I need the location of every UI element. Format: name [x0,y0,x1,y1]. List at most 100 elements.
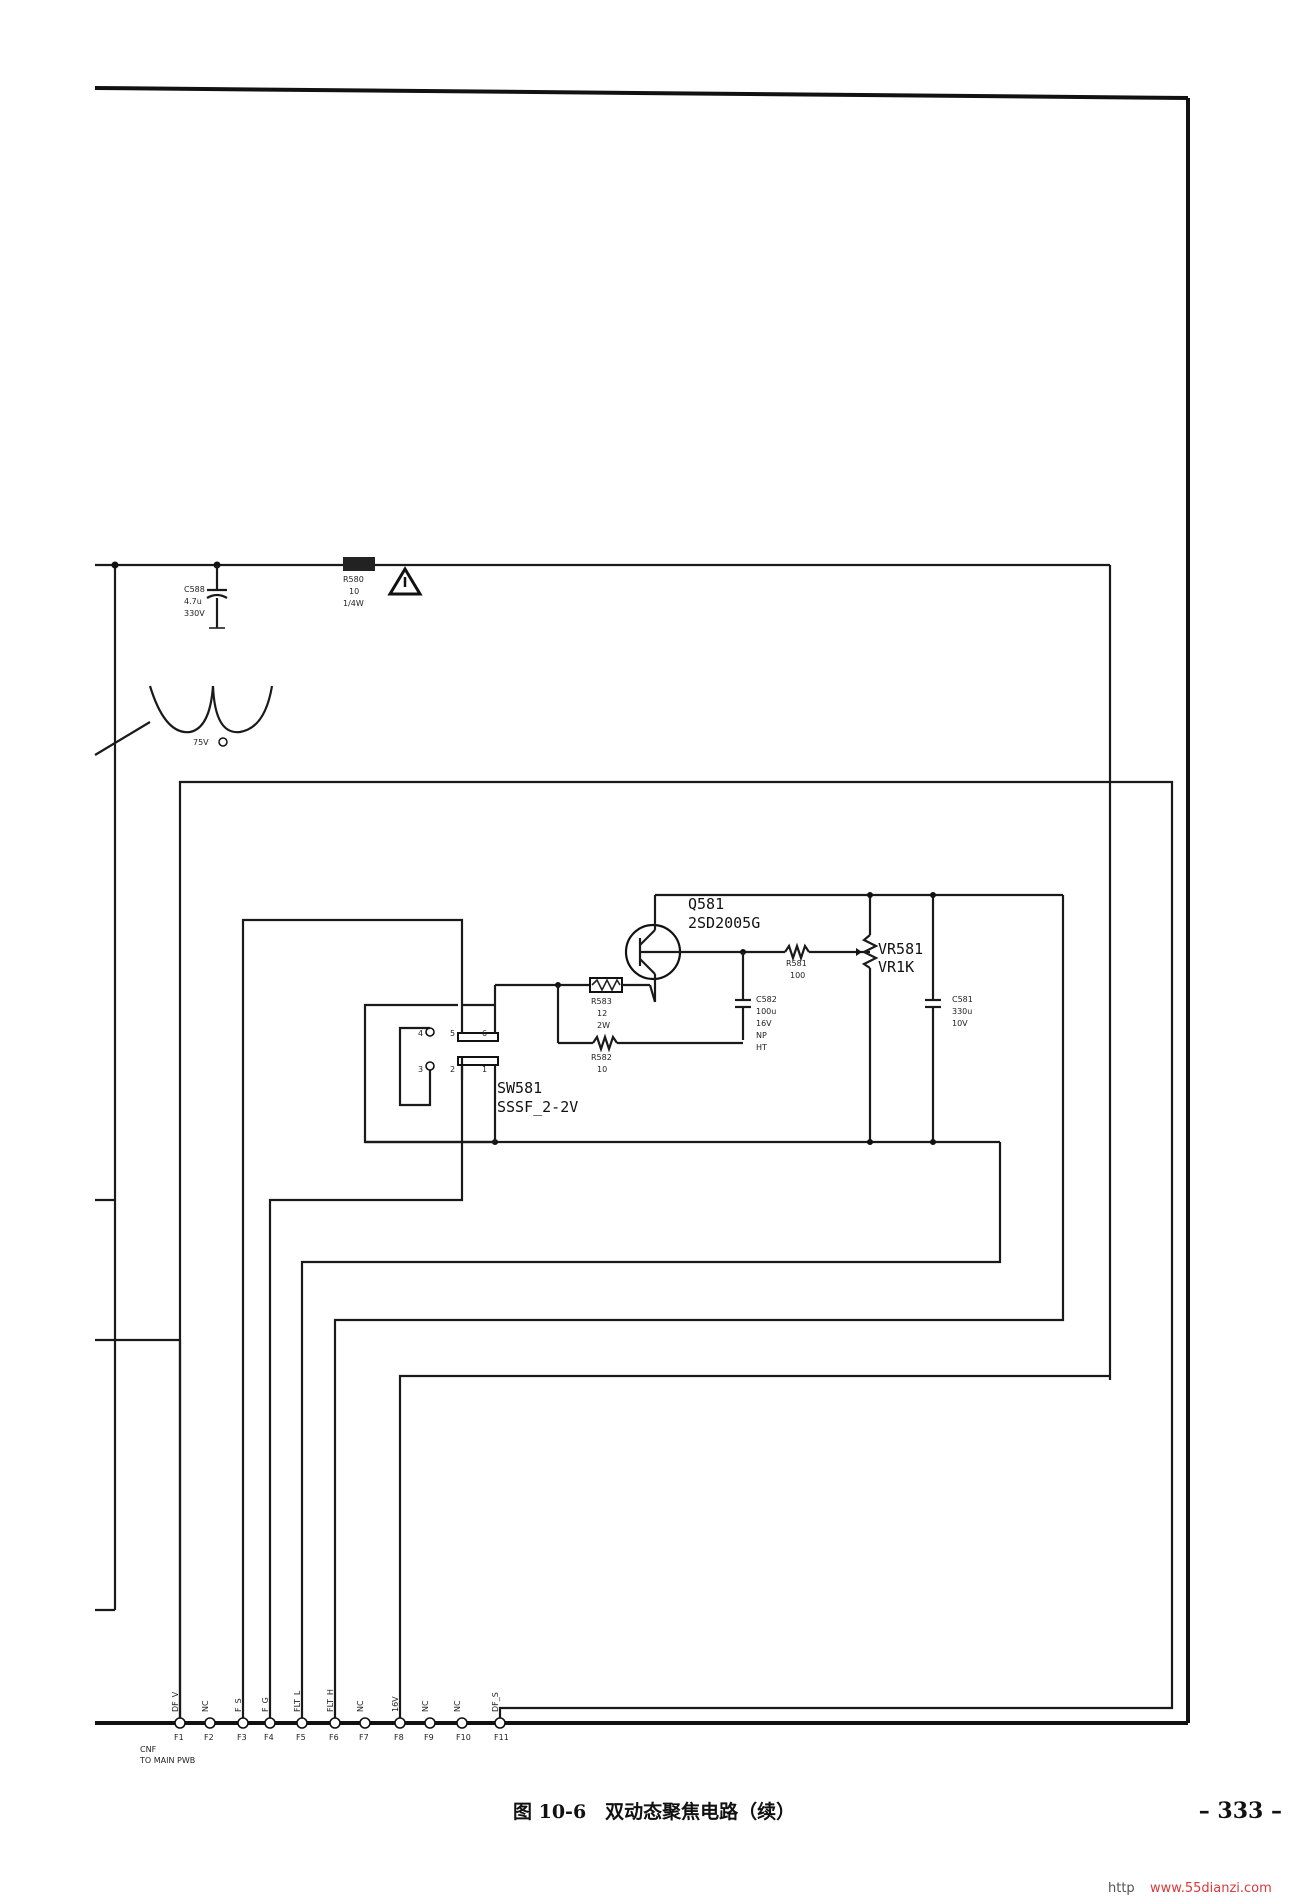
resistor-r583: R583 12 2W [495,977,657,1030]
r580-rating: 1/4W [343,599,364,608]
connector-pin-signal: DF_S [491,1692,500,1712]
c582-line2: 16V [756,1019,772,1028]
left-rail [95,561,1112,1612]
sw-pin-2: 2 [450,1065,455,1074]
r583-value: 12 [597,1009,607,1018]
capacitor-c582: C582 100u 16V NP HT [735,952,777,1052]
connector-pin-number: F4 [264,1733,274,1742]
connector-pin-signal: DF_V [171,1691,180,1712]
connector-pin-signal: NC [201,1700,210,1712]
capacitor-c588: C588 4.7u 330V [184,565,228,629]
warning-triangle-icon [387,566,423,596]
connector-pin-terminal [296,1717,308,1729]
connector-pin-terminal [394,1717,406,1729]
r583-ref: R583 [591,997,612,1006]
connector-pin-signal: FLT_L [293,1690,302,1712]
connector-pin: NC F9 [421,1700,436,1742]
r581-value: 100 [790,971,805,980]
sw-pin-5: 5 [450,1029,455,1038]
vr581-value: VR1K [878,958,914,976]
r581-ref: R581 [786,959,807,968]
c588-value: 4.7u [184,597,202,606]
coil-label: 75V [193,738,209,747]
c581-line2: 10V [952,1019,968,1028]
routing-wires [178,780,1174,1723]
c582-ref: C582 [756,995,777,1004]
vr581-ref: VR581 [878,940,923,958]
connector-pin-terminal [174,1717,186,1729]
c581-ref: C581 [952,995,973,1004]
connector-pin-number: F2 [204,1733,214,1742]
page-number: – 333 – [1199,1798,1282,1824]
sw-pin-4: 4 [418,1029,423,1038]
connector-pin: NC F7 [356,1700,371,1742]
connector-pin: F_S F3 [234,1698,249,1742]
connector-pin-terminal [456,1717,468,1729]
connector-pin-signal: NC [421,1700,430,1712]
connector-pin-signal: FLT_H [326,1689,335,1712]
r580-value: 10 [349,587,359,596]
connector-pin-number: F9 [424,1733,434,1742]
connector-cnf: CNF TO MAIN PWB DF_V F1 NC F2 F_S F3 F_G F4 FLT_… [139,1689,509,1765]
connector-pin-terminal [359,1717,371,1729]
connector-pin: DF_V F1 [171,1691,186,1742]
connector-pin: FLT_H F6 [326,1689,341,1742]
r582-value: 10 [597,1065,607,1074]
resistor-r581: R581 100 [680,942,870,980]
watermark-site: www.55dianzi.com [1150,1881,1272,1896]
outer-frame [94,86,1190,1725]
connector-pin-number: F10 [456,1733,471,1742]
connector-pin-terminal [204,1717,216,1729]
c582-line1: 100u [756,1007,776,1016]
connector-pin-terminal [494,1717,506,1729]
sw581-part: SSSF_2-2V [497,1098,578,1116]
sw581-ref: SW581 [497,1079,542,1097]
r582-ref: R582 [591,1053,612,1062]
connector-pin: FLT_L F5 [293,1690,308,1742]
q581-ref: Q581 [688,895,724,913]
polarity-mark-icon [218,737,228,747]
connector-pin-terminal [264,1717,276,1729]
figure-caption: 图 10-6 双动态聚焦电路（续） [513,1800,795,1823]
c588-rating: 330V [184,609,205,618]
connector-pin-terminal [424,1717,436,1729]
switch-sw581: 4 5 6 3 2 1 SW581 SSSF_2-2V [363,985,578,1144]
deflection-coil: 75V [94,685,274,756]
c588-ref: C588 [184,585,205,594]
connector-pin-number: F11 [494,1733,509,1742]
connector-pin-terminal [237,1717,249,1729]
q581-part: 2SD2005G [688,914,760,932]
c581-line1: 330u [952,1007,972,1016]
connector-ref: CNF [140,1745,157,1754]
connector-pin: NC F2 [201,1700,216,1742]
potentiometer-vr581: VR581 VR1K [856,892,923,1142]
connector-pin: F_G F4 [261,1697,276,1742]
c582-line3: NP [756,1031,767,1040]
connector-pin-signal: F_G [261,1697,270,1712]
connector-pin-signal: NC [356,1700,365,1712]
connector-pin-number: F8 [394,1733,404,1742]
connector-pin-number: F1 [174,1733,184,1742]
connector-pin-number: F7 [359,1733,369,1742]
r580-ref: R580 [343,575,364,584]
connector-pin: DF_S F11 [491,1692,509,1742]
capacitor-c581: C581 330u 10V [925,892,973,1142]
connector-pin-signal: 16V [391,1696,400,1712]
sw-pin-3: 3 [418,1065,423,1074]
sw-pin-6: 6 [482,1029,487,1038]
connector-pin-signal: NC [453,1700,462,1712]
connector-pin: 16V F8 [391,1696,406,1742]
connector-pin-number: F3 [237,1733,247,1742]
watermark-prefix: http [1108,1881,1135,1896]
sw-pin-1: 1 [482,1065,487,1074]
connector-pin: NC F10 [453,1700,471,1742]
connector-pin-number: F5 [296,1733,306,1742]
transistor-q581: Q581 2SD2005G [624,893,1063,1002]
connector-pin-number: F6 [329,1733,339,1742]
connector-pin-terminal [329,1717,341,1729]
connector-note: TO MAIN PWB [139,1756,195,1765]
resistor-r582: R582 10 [556,985,743,1074]
resistor-r580: R580 10 1/4W [343,557,375,608]
connector-pin-signal: F_S [234,1698,243,1712]
r583-rating: 2W [597,1021,610,1030]
